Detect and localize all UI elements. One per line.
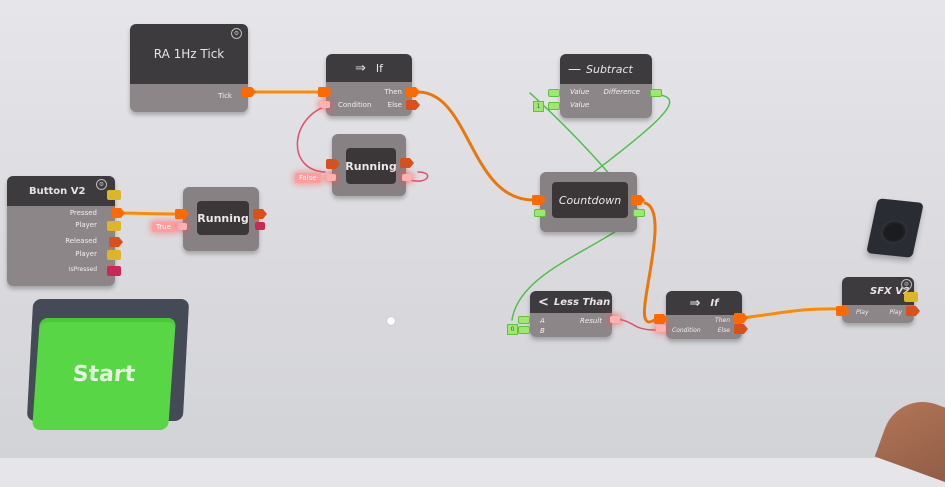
if-bottom-condition-label: Condition (672, 327, 701, 334)
running-left-out-port[interactable] (253, 209, 267, 219)
tick-node-title: RA 1Hz Tick (130, 24, 248, 84)
if-top-else-port[interactable] (406, 100, 420, 110)
running-top-node[interactable]: Running (326, 134, 414, 196)
if-bottom-node[interactable]: ⇒ If Condition Then Else (654, 291, 748, 339)
if-bottom-then-port[interactable] (734, 313, 748, 323)
button-player-in-port[interactable] (107, 190, 121, 200)
subtract-const-input[interactable]: 1 (533, 101, 544, 112)
less-than-a-label: A (540, 317, 545, 325)
wire-if-then-to-countdown (416, 90, 535, 202)
subtract-value-a-port[interactable] (548, 89, 560, 97)
arrow-right-icon: ⇒ (689, 295, 701, 311)
countdown-value-out-port[interactable] (633, 209, 645, 217)
subtract-value-b-label: Value (570, 101, 590, 109)
countdown-value-in-port[interactable] (534, 209, 546, 217)
running-left-title: Running (197, 201, 249, 235)
tick-out-label: Tick (218, 92, 232, 100)
if-top-title: If (375, 61, 384, 75)
if-bottom-in-port[interactable] (654, 314, 668, 324)
countdown-out-port[interactable] (631, 195, 645, 205)
button-player2-port[interactable] (107, 250, 121, 260)
sfx-v2-node[interactable]: SFX V2 ⚙ Play Play (836, 277, 920, 323)
wire-if-then-to-sfx (740, 307, 847, 320)
subtract-value-a-label: Value (570, 88, 590, 96)
button-pressed-port[interactable] (111, 208, 125, 218)
sfx-play-in-label: Play (856, 309, 869, 316)
arrow-right-icon: ⇒ (354, 60, 366, 76)
gear-icon[interactable]: ⚙ (96, 179, 107, 190)
subtract-title: Subtract (586, 62, 633, 76)
button-pressed-label: Pressed (69, 209, 97, 217)
sfx-play-out-label: Play (889, 309, 902, 316)
running-top-value-port[interactable] (326, 174, 336, 181)
running-top-out-port[interactable] (400, 158, 414, 168)
if-top-condition-port[interactable] (320, 101, 330, 108)
subtract-difference-label: Difference (603, 88, 640, 96)
button-player-port[interactable] (107, 221, 121, 231)
if-top-condition-label: Condition (338, 101, 372, 109)
running-top-bool-out-port[interactable] (402, 174, 412, 181)
button-ispressed-label: IsPressed (68, 266, 97, 273)
button-player-label: Player (75, 221, 97, 229)
subtract-value-b-port[interactable] (548, 102, 560, 110)
cursor-dot (387, 317, 395, 325)
running-left-value-badge[interactable]: True (152, 222, 175, 232)
running-left-bool-out-port[interactable] (255, 222, 265, 230)
running-left-node[interactable]: Running (175, 187, 267, 251)
running-top-value-badge[interactable]: False (295, 173, 321, 183)
speaker-icon (866, 198, 924, 258)
less-than-icon: < (538, 294, 549, 310)
button-player2-label: Player (75, 250, 97, 258)
if-bottom-then-label: Then (715, 317, 730, 324)
less-than-title: Less Than (553, 296, 611, 308)
running-top-in-port[interactable] (326, 159, 340, 169)
running-top-title: Running (345, 148, 397, 184)
if-top-in-port[interactable] (318, 87, 332, 97)
tick-out-port[interactable] (242, 87, 256, 97)
tick-node[interactable]: RA 1Hz Tick ⚙ Tick (130, 24, 256, 112)
if-bottom-else-port[interactable] (734, 324, 748, 334)
button-v2-node[interactable]: Button V2 ⚙ Pressed Player Released Play… (7, 176, 125, 286)
wire-running-to-if-condition (296, 104, 331, 173)
less-than-a-port[interactable] (518, 316, 530, 324)
hand-icon (874, 390, 945, 487)
less-than-const-input[interactable]: 0 (507, 324, 518, 335)
less-than-result-port[interactable] (610, 316, 620, 323)
button-released-port[interactable] (109, 237, 123, 247)
less-than-node[interactable]: < Less Than A B Result (518, 291, 620, 337)
button-released-label: Released (65, 237, 97, 245)
start-button-label: Start (71, 361, 137, 387)
button-ispressed-port[interactable] (107, 266, 121, 276)
if-bottom-title: If (710, 297, 719, 309)
if-top-then-port[interactable] (406, 87, 420, 97)
if-top-node[interactable]: ⇒ If Condition Then Else (318, 54, 420, 116)
sfx-play-out-port[interactable] (906, 306, 920, 316)
wire-running-loop (409, 171, 429, 182)
minus-icon: — (568, 61, 581, 77)
gear-icon[interactable]: ⚙ (231, 28, 242, 39)
sfx-player-port[interactable] (904, 292, 918, 302)
sfx-play-in-port[interactable] (836, 306, 850, 316)
if-top-then-label: Then (384, 88, 402, 96)
less-than-result-label: Result (580, 317, 602, 325)
countdown-in-port[interactable] (532, 195, 546, 205)
gear-icon[interactable]: ⚙ (901, 279, 912, 290)
less-than-b-port[interactable] (518, 326, 530, 334)
subtract-difference-port[interactable] (650, 89, 662, 97)
running-left-in-port[interactable] (175, 209, 189, 219)
start-button[interactable]: Start (32, 318, 176, 430)
running-left-value-port[interactable] (177, 223, 187, 230)
subtract-node[interactable]: — Subtract Value Value Difference (548, 54, 662, 118)
if-top-else-label: Else (387, 101, 402, 109)
if-bottom-else-label: Else (717, 327, 730, 334)
countdown-node[interactable]: Countdown (532, 172, 645, 232)
if-bottom-condition-port[interactable] (656, 325, 666, 332)
wire-countdown-to-if-bottom (642, 201, 662, 324)
countdown-title: Countdown (552, 182, 628, 218)
less-than-b-label: B (540, 327, 545, 335)
